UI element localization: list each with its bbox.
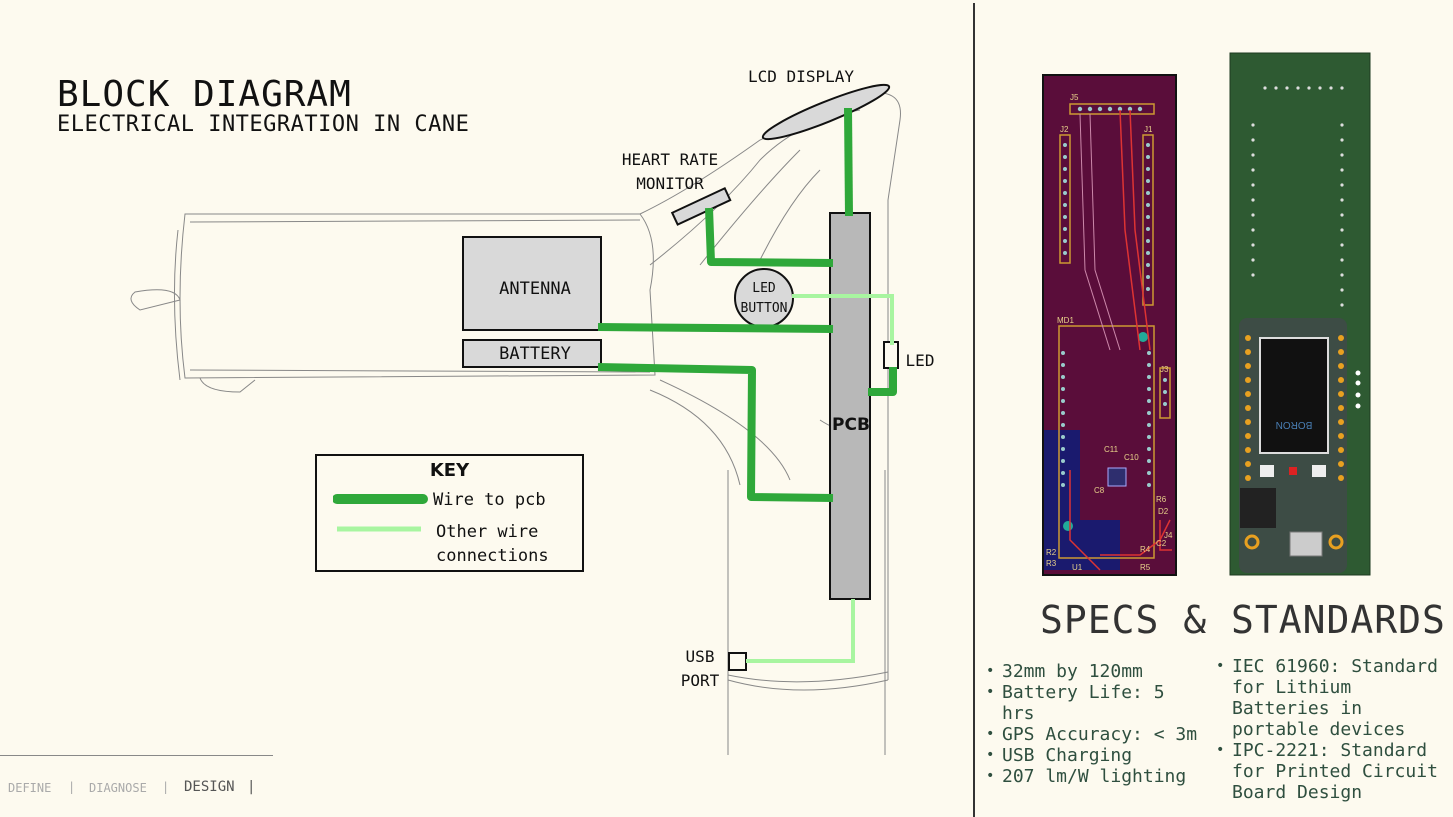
- wire-button-led: [792, 294, 894, 345]
- usb-port-shape: [728, 652, 747, 671]
- boron-label: BORON: [1276, 419, 1313, 430]
- antenna-box: [462, 236, 602, 331]
- wire-led: [868, 367, 897, 396]
- wire-antenna: [597, 323, 834, 333]
- spec-item: 207 lm/W lighting: [984, 766, 1206, 787]
- pcb-box: [829, 212, 871, 600]
- key-swatches: [333, 494, 428, 532]
- pcb-3d-render: BORON: [1229, 52, 1371, 576]
- svg-text:C8: C8: [1094, 486, 1105, 495]
- usb-label-2: PORT: [680, 671, 720, 690]
- svg-text:MD1: MD1: [1057, 316, 1074, 325]
- specs-title: SPECS & STANDARDS: [1040, 598, 1446, 642]
- standard-item: IPC-2221: Standard for Printed Circuit B…: [1214, 740, 1450, 803]
- wires-to-pcb: [597, 107, 897, 502]
- svg-text:R5: R5: [1140, 563, 1151, 572]
- wire-lcd: [844, 107, 853, 217]
- pcb-pads: [1061, 106, 1167, 531]
- nav-design[interactable]: DESIGN: [184, 779, 235, 795]
- page-title: BLOCK DIAGRAM: [57, 74, 352, 115]
- svg-text:J5: J5: [1070, 93, 1079, 102]
- usb-label-1: USB: [685, 647, 715, 666]
- wire-usb: [746, 599, 855, 663]
- cane-outline: [130, 92, 901, 755]
- key-wire-to-pcb-label: Wire to pcb: [433, 490, 546, 510]
- led-shape: [883, 341, 899, 369]
- led-button-label-2: BUTTON: [740, 301, 788, 316]
- pcb-label: PCB: [832, 415, 870, 435]
- nav-define[interactable]: DEFINE: [8, 781, 52, 795]
- diagram-key: KEY Wire to pcb Other wire connections: [315, 454, 584, 572]
- battery-label: BATTERY: [499, 344, 571, 364]
- nav-separator: |: [162, 780, 170, 794]
- spec-item: Battery Life: 5 hrs: [984, 682, 1206, 724]
- svg-text:R3: R3: [1046, 559, 1057, 568]
- page-subtitle: ELECTRICAL INTEGRATION IN CANE: [57, 112, 470, 137]
- led-button-label-1: LED: [752, 281, 776, 296]
- wire-battery: [597, 363, 834, 502]
- svg-text:R4: R4: [1140, 545, 1151, 554]
- cane-diagram: [130, 83, 901, 755]
- svg-text:C11: C11: [1104, 445, 1119, 454]
- spec-item: USB Charging: [984, 745, 1206, 766]
- specs-list-left: 32mm by 120mm Battery Life: 5 hrs GPS Ac…: [984, 661, 1206, 787]
- wire-heart-rate: [705, 207, 834, 267]
- key-other-wire-label-1: Other wire: [436, 522, 539, 542]
- spec-item: 32mm by 120mm: [984, 661, 1206, 682]
- heart-rate-monitor-shape: [670, 186, 732, 226]
- lcd-display-label: LCD DISPLAY: [748, 67, 854, 86]
- other-wires: [746, 294, 894, 663]
- svg-text:U1: U1: [1072, 563, 1083, 572]
- heart-rate-label-2: MONITOR: [636, 174, 704, 193]
- led-label: LED: [905, 351, 935, 370]
- specs-list-right: IEC 61960: Standard for Lithium Batterie…: [1214, 656, 1450, 803]
- lcd-display-shape: [761, 83, 891, 141]
- svg-text:R2: R2: [1046, 548, 1057, 557]
- svg-text:C10: C10: [1124, 453, 1139, 462]
- heart-rate-label-1: HEART RATE: [621, 150, 719, 169]
- key-other-wire-label-2: connections: [436, 546, 549, 566]
- standard-item: IEC 61960: Standard for Lithium Batterie…: [1214, 656, 1450, 740]
- spec-item: GPS Accuracy: < 3m: [984, 724, 1206, 745]
- svg-text:J2: J2: [1060, 125, 1069, 134]
- svg-text:C2: C2: [1156, 539, 1167, 548]
- vertical-divider: [973, 3, 975, 817]
- svg-text:R6: R6: [1156, 495, 1167, 504]
- svg-text:J4: J4: [1164, 531, 1173, 540]
- antenna-label: ANTENNA: [499, 279, 571, 299]
- battery-box: [462, 339, 602, 368]
- nav-divider: [0, 755, 273, 756]
- svg-text:J1: J1: [1144, 125, 1153, 134]
- key-title: KEY: [429, 460, 470, 481]
- nav-separator: |: [247, 779, 256, 795]
- svg-text:D2: D2: [1158, 507, 1169, 516]
- nav-separator: |: [68, 780, 76, 794]
- nav-diagnose[interactable]: DIAGNOSE: [89, 781, 147, 795]
- svg-text:J3: J3: [1160, 365, 1169, 374]
